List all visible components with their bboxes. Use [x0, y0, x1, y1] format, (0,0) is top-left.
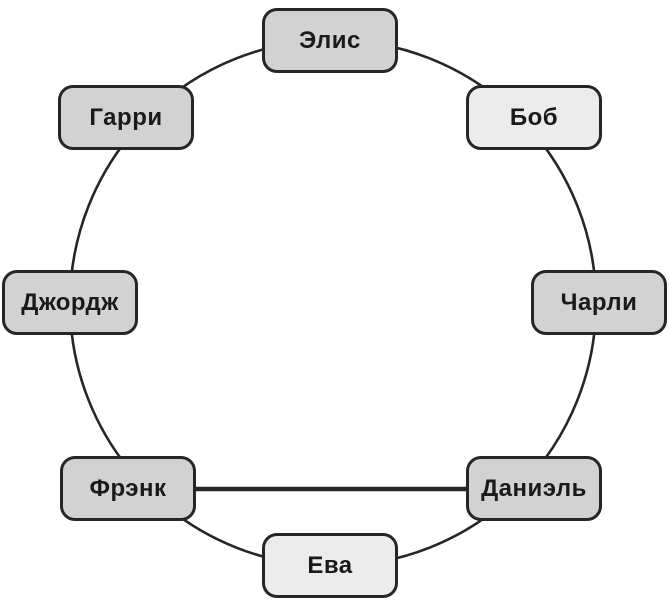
node-alice: Элис [262, 8, 398, 73]
node-harry-label: Гарри [89, 103, 163, 131]
node-frank-label: Фрэнк [89, 474, 167, 502]
node-charlie: Чарли [531, 270, 667, 335]
node-harry: Гарри [58, 85, 194, 150]
node-daniel-label: Даниэль [481, 474, 587, 502]
node-george: Джордж [2, 270, 138, 335]
node-eva: Ева [262, 533, 398, 598]
node-eva-label: Ева [307, 551, 353, 579]
node-frank: Фрэнк [60, 456, 196, 521]
node-alice-label: Элис [299, 26, 361, 54]
node-bob: Боб [466, 85, 602, 150]
node-daniel: Даниэль [466, 456, 602, 521]
node-charlie-label: Чарли [560, 288, 638, 316]
node-bob-label: Боб [509, 103, 559, 131]
node-george-label: Джордж [21, 288, 119, 316]
